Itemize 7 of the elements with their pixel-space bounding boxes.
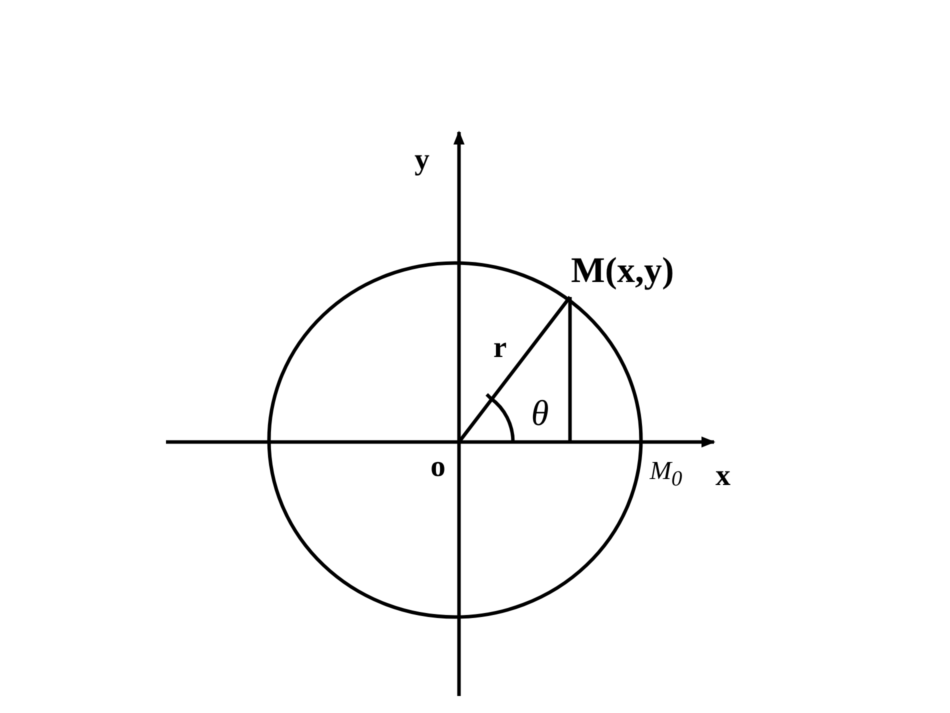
axis-label: y (414, 145, 430, 175)
radius-label: r (493, 333, 507, 363)
angle-label: θ (531, 395, 549, 431)
point-label: M(x,y) (571, 252, 675, 288)
origin-label: o (430, 452, 446, 482)
axis-label: x (716, 461, 730, 491)
point-label: M$_{0}$ (650, 458, 682, 490)
